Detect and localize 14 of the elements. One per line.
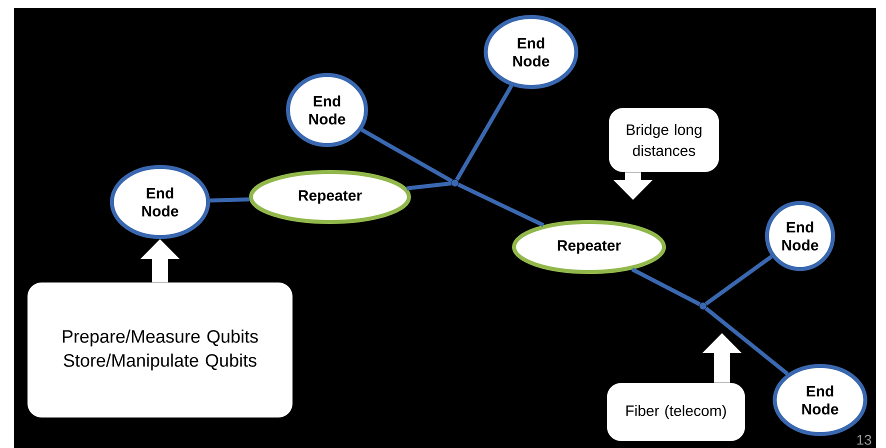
fiber-link bbox=[704, 306, 789, 376]
callout-box: Bridge long distances bbox=[609, 108, 719, 172]
junction-dot bbox=[700, 302, 706, 310]
page-number: 13 bbox=[857, 434, 872, 445]
fiber-link bbox=[631, 268, 701, 306]
fiber-link bbox=[457, 182, 544, 228]
callout-box: Fiber (telecom) bbox=[607, 383, 745, 441]
callout-box: Prepare/Measure Qubits Store/Manipulate Qubits bbox=[28, 282, 292, 418]
fiber-link bbox=[455, 84, 514, 181]
fiber-link bbox=[704, 254, 773, 306]
junction-dot bbox=[452, 180, 458, 186]
fiber-link bbox=[210, 197, 250, 203]
fiber-link bbox=[406, 181, 452, 190]
fiber-link bbox=[360, 128, 453, 183]
